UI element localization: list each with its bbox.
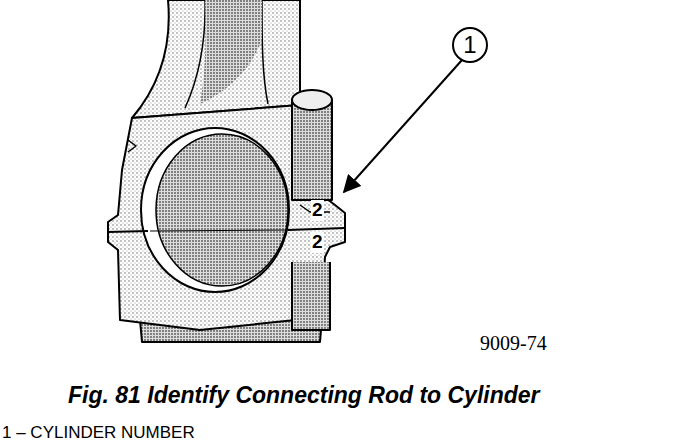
callout-circle: 1	[452, 27, 488, 63]
cylinder-number: 2	[311, 200, 324, 221]
leader-line	[344, 60, 462, 192]
connecting-rod	[108, 0, 345, 342]
figure-caption: Fig. 81 Identify Connecting Rod to Cylin…	[68, 383, 540, 408]
legend-note: 1 – CYLINDER NUMBER	[2, 424, 195, 443]
cylinder-number: 2	[311, 232, 324, 253]
figure-code: 9009-74	[480, 332, 547, 354]
callout-number: 1	[463, 33, 476, 57]
